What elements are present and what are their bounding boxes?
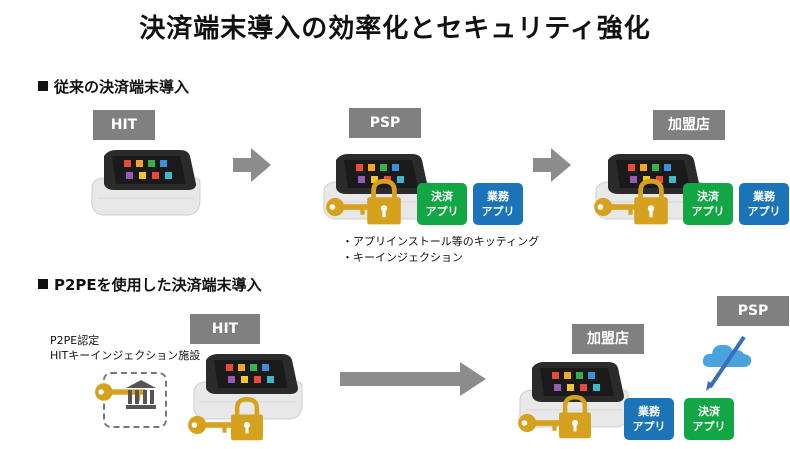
- bank-icon: [126, 380, 156, 409]
- cert-line: P2PE認定: [50, 334, 100, 347]
- psp-label-box: PSP: [717, 296, 789, 326]
- payment-terminal-icon: [84, 148, 204, 218]
- section-heading-text: P2PEを使用した決済端末導入: [54, 276, 262, 294]
- section-heading-text: 従来の決済端末導入: [54, 78, 190, 96]
- payment-app-tile: 決済アプリ: [684, 398, 734, 440]
- business-app-tile: 業務アプリ: [739, 183, 789, 225]
- pen-icon: [706, 335, 746, 391]
- note-line: ・アプリインストール等のキッティング: [342, 235, 540, 248]
- page-title: 決済端末導入の効率化とセキュリティ強化: [139, 14, 651, 44]
- app-line: 業務: [487, 190, 509, 203]
- note-line: ・キーインジェクション: [342, 251, 463, 264]
- app-line: 決済: [698, 405, 720, 418]
- arrow-right-icon: [340, 362, 486, 396]
- app-line: アプリ: [425, 205, 459, 218]
- arrow-right-icon: [233, 148, 271, 182]
- p2pe-certification-label: P2PE認定 HITキーインジェクション施設: [50, 333, 200, 363]
- psp-label-box: PSP: [349, 108, 421, 138]
- cert-line: HITキーインジェクション施設: [50, 349, 201, 362]
- app-line: 業務: [638, 405, 660, 418]
- padlock-icon: [364, 178, 404, 226]
- arrow-right-icon: [533, 148, 571, 182]
- bullet-square: [38, 279, 48, 289]
- payment-app-tile: 決済アプリ: [683, 183, 733, 225]
- app-line: アプリ: [692, 420, 726, 433]
- app-line: アプリ: [632, 420, 666, 433]
- app-line: アプリ: [691, 205, 725, 218]
- padlock-icon: [631, 178, 671, 226]
- cloud-icon: [702, 335, 752, 391]
- app-line: 決済: [431, 190, 453, 203]
- business-app-tile: 業務アプリ: [473, 183, 523, 225]
- business-app-tile: 業務アプリ: [624, 398, 674, 440]
- merchant-label-box: 加盟店: [572, 324, 644, 354]
- app-line: 決済: [697, 190, 719, 203]
- app-line: 業務: [753, 190, 775, 203]
- merchant-label-box: 加盟店: [653, 110, 725, 140]
- padlock-icon: [556, 394, 594, 440]
- hit-label-box: HIT: [93, 110, 155, 140]
- kitting-notes: ・アプリインストール等のキッティング ・キーインジェクション: [342, 234, 539, 266]
- payment-app-tile: 決済アプリ: [417, 183, 467, 225]
- hit-label-box: HIT: [190, 314, 260, 344]
- section-heading-conventional: 従来の決済端末導入: [38, 76, 189, 97]
- app-line: アプリ: [481, 205, 515, 218]
- bullet-square: [38, 81, 48, 91]
- padlock-icon: [228, 396, 266, 442]
- section-heading-p2pe: P2PEを使用した決済端末導入: [38, 274, 262, 295]
- app-line: アプリ: [747, 205, 781, 218]
